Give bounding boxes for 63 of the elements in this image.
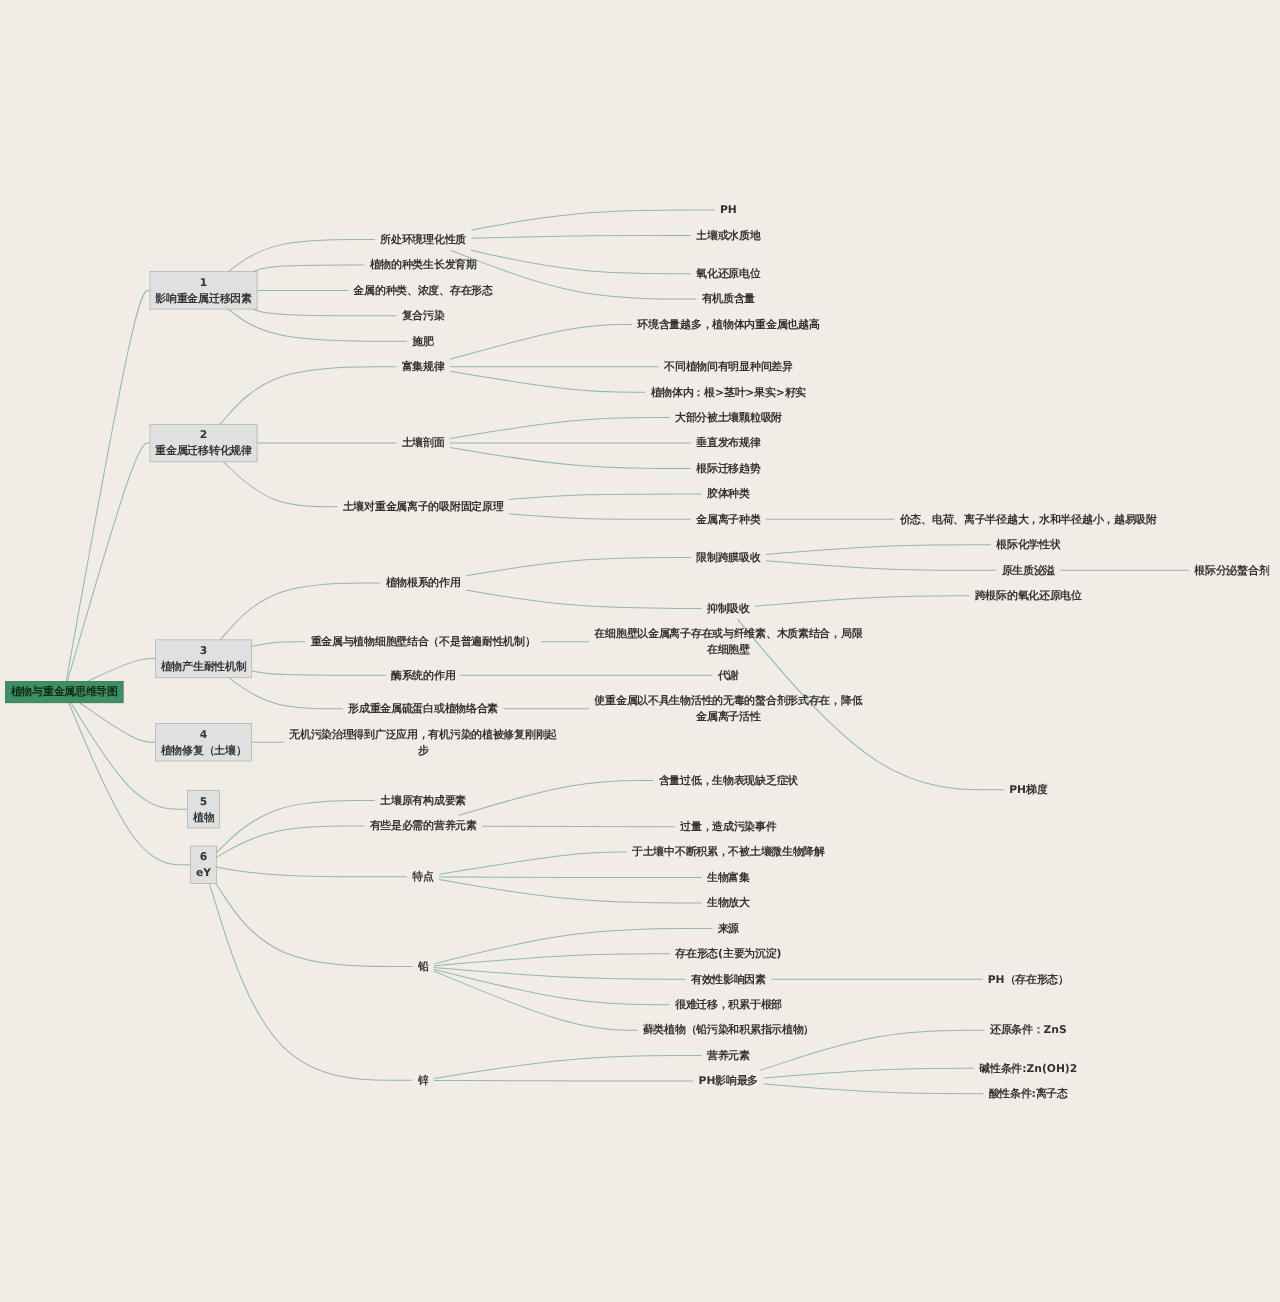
connector [736,617,1005,790]
connector [222,460,338,507]
connector [438,878,703,903]
connector [256,441,397,443]
connector [433,952,671,966]
connector [252,307,397,316]
connector [449,365,660,367]
connector [252,263,365,272]
connector [251,669,387,675]
connector [79,701,156,742]
connector [449,323,633,359]
connector [433,969,638,1030]
connector [508,492,703,500]
connector [219,365,397,424]
connector [65,289,151,681]
connector [70,701,188,809]
connector [433,1079,694,1081]
connector [760,1028,986,1070]
connector [765,559,997,570]
connector [763,1082,984,1094]
connector [438,850,628,874]
connector [228,675,344,709]
connector [227,307,408,341]
connector [465,588,703,608]
connector [251,640,306,647]
connector [215,865,408,877]
connector [433,1054,703,1079]
connector [450,248,697,299]
connector [215,882,413,967]
connector [449,369,646,392]
connector [433,967,670,1005]
connector [251,740,285,742]
connector [470,208,716,230]
connector [215,799,376,853]
connector [66,441,151,681]
connector [256,289,349,290]
connector [765,517,895,519]
connector [754,594,970,606]
connector [449,446,692,469]
connector [765,543,992,554]
connector [770,977,983,979]
connector [68,701,192,865]
connector [438,875,703,878]
connector [219,581,381,640]
connector [215,824,365,857]
connector [502,707,590,709]
connector [465,556,692,576]
connector [449,441,692,443]
connector [481,824,676,827]
connector [470,234,692,238]
connector [763,1066,975,1078]
connector [208,882,413,1080]
connector [227,238,376,272]
connector [470,248,692,274]
connector [458,779,654,815]
connector [508,512,692,519]
connector [86,657,156,681]
connector [460,673,713,675]
connector [449,416,670,439]
connector [433,966,686,979]
connector [433,927,713,964]
connector [1059,568,1190,570]
connector [540,640,590,642]
